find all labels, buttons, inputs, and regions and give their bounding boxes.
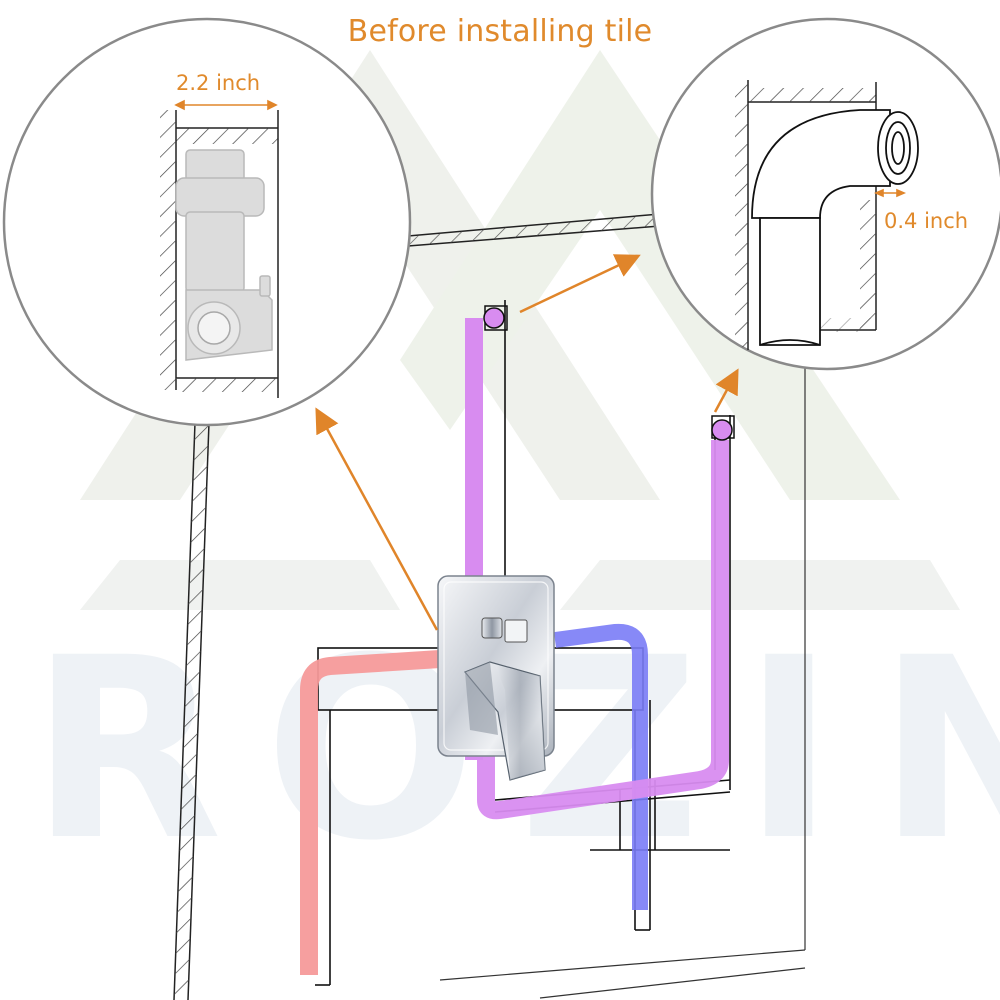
pipe-caps bbox=[483, 305, 735, 441]
mixing-valve-icon bbox=[437, 575, 555, 781]
left-dimension-arrow bbox=[174, 99, 278, 111]
hot-water-pipe bbox=[300, 650, 441, 975]
cold-water-pipe bbox=[553, 623, 648, 910]
lever-handle-icon bbox=[464, 661, 546, 781]
valve-body-icon bbox=[175, 149, 273, 361]
right-detail-circle bbox=[650, 17, 1000, 371]
lower-outlet-pipe bbox=[477, 440, 729, 820]
diagram-title: Before installing tile bbox=[347, 14, 653, 49]
diverter-knob-icon bbox=[481, 617, 528, 643]
right-dimension-label: 0.4 inch bbox=[884, 209, 969, 233]
left-detail-circle bbox=[2, 17, 412, 427]
wall-outline bbox=[173, 213, 806, 1000]
right-dimension-arrow bbox=[873, 188, 907, 198]
elbow-fitting-icon bbox=[751, 109, 919, 346]
pointer-arrows bbox=[315, 254, 739, 631]
left-dimension-label: 2.2 inch bbox=[176, 71, 261, 95]
